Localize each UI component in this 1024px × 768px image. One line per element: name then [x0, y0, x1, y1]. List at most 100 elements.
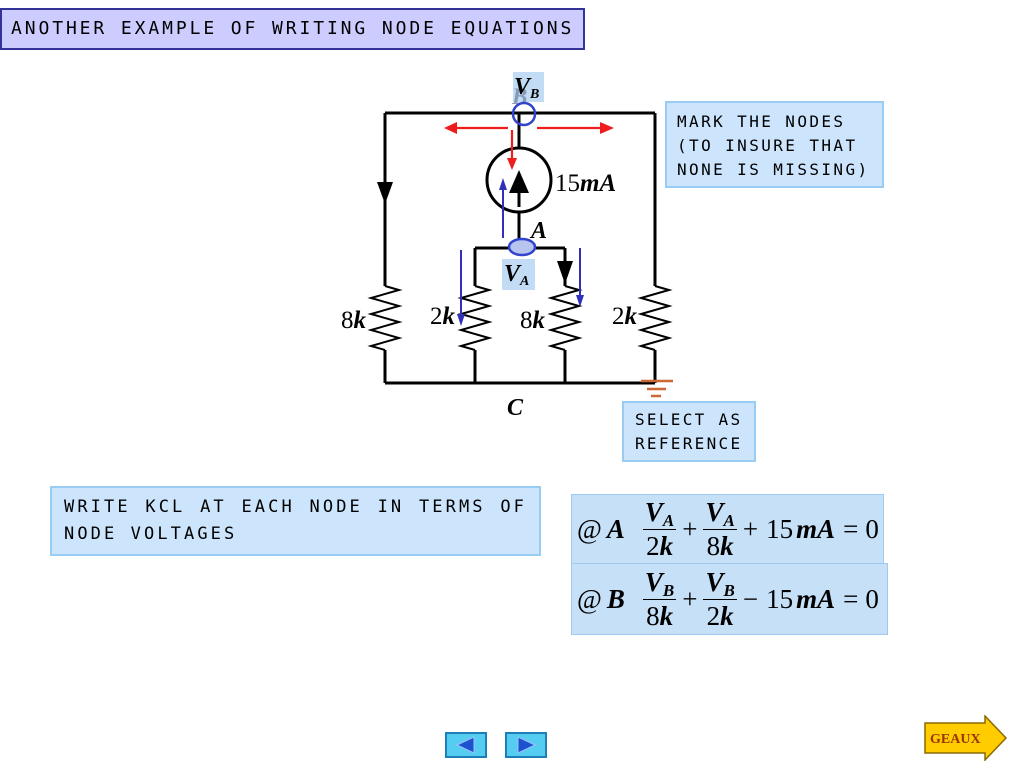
red-arrow-right-head [600, 122, 614, 134]
resistor-right-value: 2 [612, 303, 625, 330]
equation-source-value: 15 [766, 583, 794, 614]
resistor-inner-right-value: 8 [520, 307, 533, 334]
denominator-unit: k [659, 531, 674, 561]
voltage-subscript: A [723, 511, 735, 530]
denominator-value: 2 [646, 531, 660, 561]
equation-operator: − [742, 583, 759, 614]
resistor-left-unit: k [354, 307, 367, 334]
node-b-voltage-subscript: B [529, 87, 539, 102]
node-b-voltage-label: VB [514, 74, 539, 102]
note-line: (TO INSURE THAT [677, 136, 858, 155]
inner-right-current-arrow [557, 261, 573, 284]
equation-source-unit: mA [796, 514, 836, 544]
equation-node-a: @ A VA 2k + VA 8k + 15 mA = 0 [571, 494, 884, 565]
fraction-numerator: VA [703, 499, 737, 530]
left-branch-current-arrow [377, 182, 393, 204]
denominator-value: 8 [646, 600, 660, 631]
denominator-unit: k [720, 531, 734, 561]
resistor-inner-right [547, 285, 583, 351]
next-slide-button[interactable] [505, 732, 547, 758]
current-source-label: 15mA [555, 170, 616, 197]
triangle-left-icon [455, 736, 475, 754]
geaux-button[interactable]: GEAUX [924, 715, 1008, 761]
resistor-left-value: 8 [341, 307, 354, 334]
voltage-subscript: B [723, 580, 735, 600]
equation-operator: + [682, 514, 698, 544]
note-line: MARK THE NODES [677, 112, 846, 131]
equation-fraction-1: VA 2k [642, 497, 677, 561]
voltage-subscript: B [662, 580, 675, 600]
fraction-numerator: VA [642, 497, 677, 530]
select-reference-note: SELECT AS REFERENCE [622, 401, 756, 462]
equation-equals-sign: = [843, 583, 859, 614]
node-c-letter: C [507, 395, 524, 421]
resistor-inner-left [457, 285, 493, 351]
equation-node-b: @ B VB 8k + VB 2k − 15 mA = 0 [571, 563, 888, 635]
note-line: WRITE KCL AT EACH NODE IN TERMS OF [64, 497, 527, 517]
node-a-letter: A [529, 218, 547, 244]
equation-source-value: 15 [766, 514, 794, 544]
node-a-voltage-label: VA [504, 261, 529, 289]
voltage-symbol: V [705, 566, 724, 597]
equation-rhs: 0 [865, 583, 879, 614]
voltage-symbol: V [644, 497, 663, 527]
fraction-denominator: 8k [707, 530, 734, 560]
fraction-denominator: 2k [707, 600, 734, 630]
denominator-value: 2 [706, 600, 721, 631]
triangle-right-shape [517, 736, 537, 754]
resistor-inner-right-unit: k [533, 307, 546, 334]
resistor-inner-right-label: 8k [520, 307, 546, 334]
current-source-arrow-head [509, 170, 529, 193]
fraction-numerator: VB [703, 566, 737, 600]
note-line: NODE VOLTAGES [64, 524, 238, 544]
note-line: NONE IS MISSING) [677, 160, 870, 179]
node-a-marker [507, 237, 537, 257]
geaux-arrow-body [924, 715, 1008, 761]
resistor-left [367, 285, 403, 351]
equation-fraction-2: VA 8k [703, 499, 737, 560]
red-arrow-left-head [444, 122, 457, 134]
blue-arrow-left-down-head [457, 314, 465, 326]
equation-node-label: B [606, 583, 625, 614]
resistor-right [637, 285, 673, 351]
previous-slide-button[interactable] [445, 732, 487, 758]
fraction-denominator: 8k [646, 600, 673, 630]
equation-operator: + [682, 583, 698, 614]
equation-at-symbol: @ [577, 583, 602, 614]
equation-rhs: 0 [865, 514, 879, 544]
resistor-inner-left-value: 2 [430, 303, 443, 330]
node-b-label-box [513, 72, 544, 102]
resistor-left-label: 8k [341, 307, 367, 334]
note-line: SELECT AS [635, 410, 743, 429]
write-kcl-note: WRITE KCL AT EACH NODE IN TERMS OF NODE … [50, 486, 541, 556]
equation-at-symbol: @ [577, 514, 602, 544]
mark-nodes-note: MARK THE NODES (TO INSURE THAT NONE IS M… [665, 101, 884, 188]
resistor-right-unit: k [625, 303, 638, 330]
blue-arrow-up-head [499, 178, 507, 190]
node-b-marker [511, 101, 537, 127]
equation-node-label: A [606, 514, 625, 544]
node-b-voltage-symbol: V [514, 74, 532, 100]
current-source-value: 15 [555, 170, 580, 197]
equation-source-unit: mA [796, 583, 836, 614]
denominator-value: 8 [706, 531, 721, 561]
denominator-unit: k [720, 600, 734, 631]
fraction-numerator: VB [642, 566, 677, 600]
resistor-right-label: 2k [612, 303, 638, 330]
slide-title: ANOTHER EXAMPLE OF WRITING NODE EQUATION… [0, 8, 585, 50]
voltage-symbol: V [644, 566, 663, 597]
current-source-unit: mA [580, 170, 616, 197]
denominator-unit: k [659, 600, 674, 631]
equation-fraction-2: VB 2k [703, 566, 737, 630]
equation-operator: + [742, 514, 759, 544]
voltage-subscript: A [662, 511, 675, 530]
resistor-inner-left-unit: k [443, 303, 456, 330]
node-a-voltage-symbol: V [504, 261, 522, 287]
triangle-right-icon [517, 736, 537, 754]
resistor-inner-left-label: 2k [430, 303, 456, 330]
node-a-label-box [502, 259, 535, 290]
blue-arrow-right-down-head [576, 295, 584, 307]
red-arrow-down-head [507, 158, 517, 170]
equation-fraction-1: VB 8k [642, 566, 677, 630]
